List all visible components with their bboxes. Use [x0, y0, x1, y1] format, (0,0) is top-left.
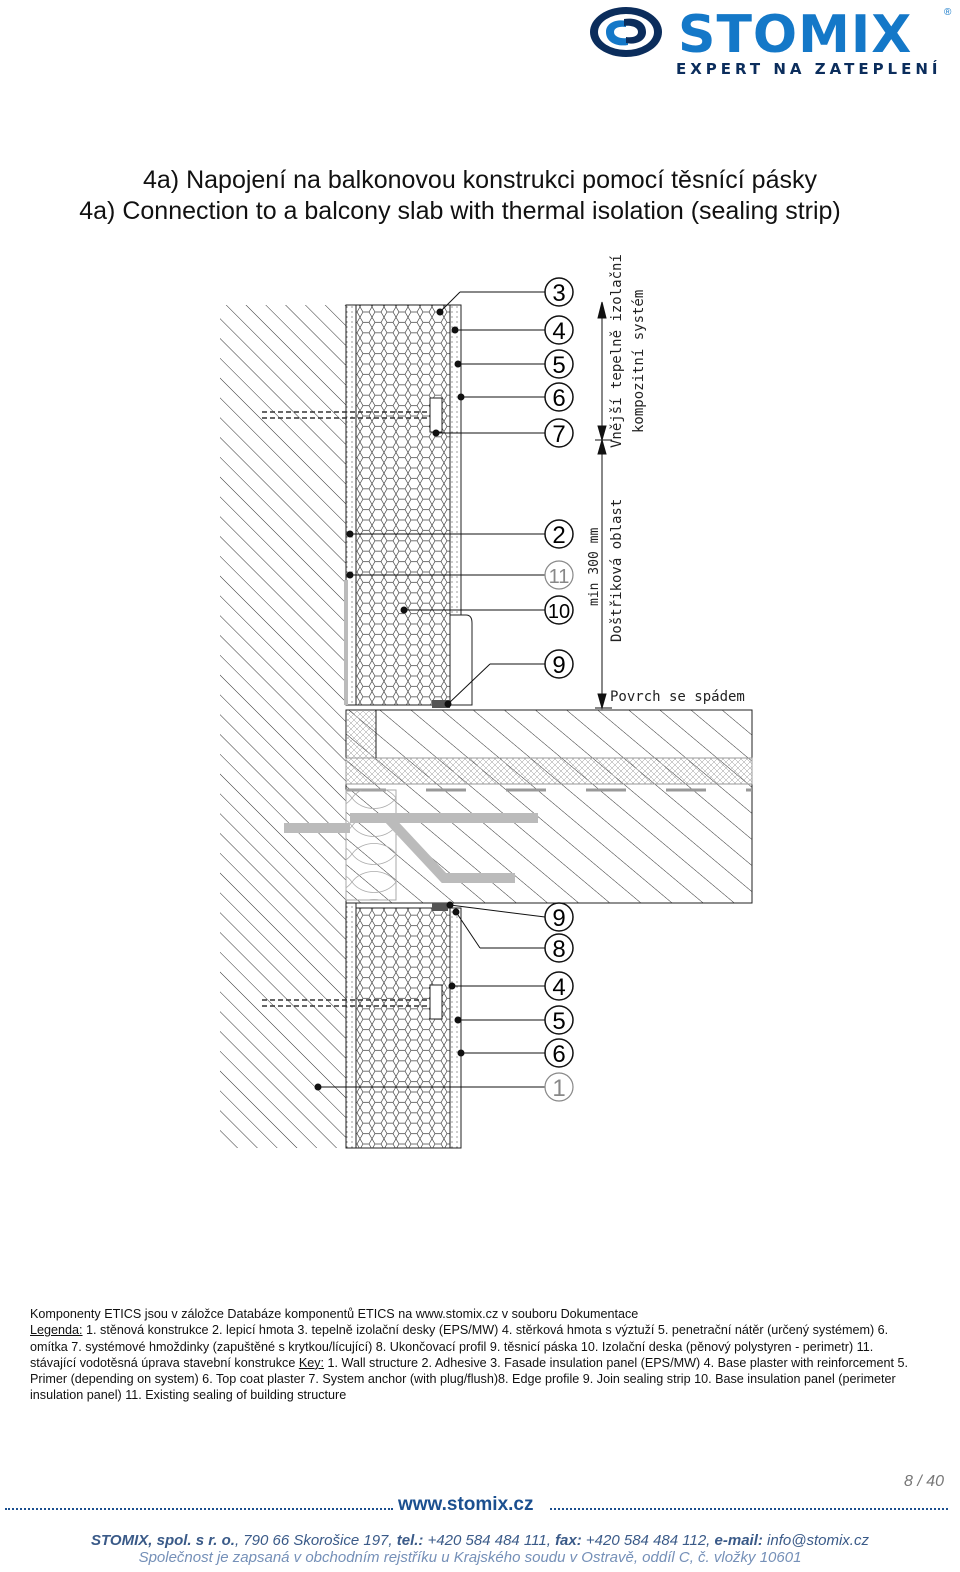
thermal-break-wool [345, 789, 397, 901]
callout-4: 4 [544, 315, 574, 345]
edge-profile [432, 903, 448, 911]
legend-items-en: 1. Wall structure 2. Adhesive 3. Fasade … [30, 1355, 909, 1403]
svg-text:9: 9 [552, 905, 565, 932]
perimeter-board [449, 614, 473, 706]
registered-mark: ® [944, 7, 952, 18]
key-label: Key: [298, 1355, 325, 1370]
svg-text:7: 7 [552, 421, 565, 448]
legend-components-note: Komponenty ETICS jsou v záložce Databáze… [30, 1307, 639, 1321]
lower-adhesive-layer [345, 902, 357, 1149]
label-system-line1: Vnější tepelně izolační [609, 254, 625, 448]
svg-text:5: 5 [552, 1008, 565, 1035]
footer-tel-label: tel.: [396, 1532, 424, 1549]
thermal-break-connector [284, 813, 538, 883]
callout-5-lower: 5 [544, 1005, 574, 1035]
legend-items-cz: 1. stěnová konstrukce 2. lepicí hmota 3.… [30, 1323, 889, 1370]
wall-at-slab [220, 705, 346, 900]
footer-dotted-line-right [550, 1508, 948, 1510]
callout-1: 1 [544, 1072, 574, 1102]
callout-4-lower: 4 [544, 971, 574, 1001]
svg-text:11: 11 [549, 566, 570, 588]
label-system-line2: kompozitní systém [631, 290, 647, 433]
lower-render [449, 907, 462, 1149]
upper-wall [220, 305, 346, 705]
svg-text:4: 4 [552, 318, 565, 345]
footer-address: , 790 66 Skorošice 197, [234, 1532, 397, 1549]
upper-insulation [355, 304, 451, 706]
upper-render [449, 304, 462, 616]
footer-contact: STOMIX, spol. s r. o., 790 66 Skorošice … [0, 1532, 960, 1549]
slab-waterproofing [345, 757, 753, 785]
page-number: 8 / 40 [903, 1473, 944, 1490]
title-english: 4a) Connection to a balcony slab with th… [79, 197, 841, 225]
callout-8: 8 [544, 933, 574, 963]
callout-2: 2 [544, 519, 574, 549]
upper-sealing-strip [432, 700, 450, 708]
svg-text:3: 3 [552, 280, 565, 307]
footer-dotted-line-left [5, 1508, 393, 1510]
legend-label: Legenda: [30, 1323, 83, 1338]
callout-3: 3 [544, 277, 574, 307]
callout-5: 5 [544, 349, 574, 379]
footer-company-name: STOMIX, spol. s r. o. [91, 1532, 235, 1549]
svg-text:10: 10 [548, 601, 570, 623]
svg-text:9: 9 [552, 652, 565, 679]
footer-website-link[interactable]: www.stomix.cz [398, 1494, 534, 1515]
legend-block: Komponenty ETICS jsou v záložce Databáze… [30, 1306, 920, 1404]
label-splash-zone: Doštřiková oblast [609, 499, 625, 642]
lower-anchor [262, 984, 443, 1020]
brand-name: STOMIX [678, 5, 913, 65]
svg-text:5: 5 [552, 352, 565, 379]
svg-text:2: 2 [552, 522, 565, 549]
brand-tagline: EXPERT NA ZATEPLENÍ [676, 60, 942, 78]
title-czech: 4a) Napojení na balkonovou konstrukci po… [143, 166, 817, 194]
construction-detail-drawing: 3 4 5 6 7 2 11 10 9 9 8 4 5 6 1 Vnější t… [220, 254, 753, 1149]
callout-6-lower: 6 [544, 1038, 574, 1068]
svg-text:6: 6 [552, 1041, 565, 1068]
svg-text:6: 6 [552, 385, 565, 412]
callout-7: 7 [544, 418, 574, 448]
footer-registry: Společnost je zapsaná v obchodním rejstř… [138, 1549, 802, 1566]
stomix-logo: STOMIX ® EXPERT NA ZATEPLENÍ [588, 5, 958, 80]
callout-9-lower: 9 [544, 902, 574, 932]
footer-fax-label: fax: [555, 1532, 582, 1549]
slab-finish-left [346, 710, 376, 758]
legend-text: Legenda: 1. stěnová konstrukce 2. lepicí… [30, 1322, 920, 1403]
callout-9-upper: 9 [544, 649, 574, 679]
lower-wall [220, 900, 346, 1148]
footer-tel: +420 584 484 111, [423, 1532, 556, 1549]
stomix-emblem-icon [590, 7, 662, 57]
callout-10: 10 [544, 595, 574, 625]
callout-6: 6 [544, 382, 574, 412]
balcony-slab [345, 709, 753, 904]
svg-text:4: 4 [552, 974, 565, 1001]
callout-11: 11 [544, 560, 574, 590]
label-surface: Povrch se spádem [610, 689, 745, 705]
footer-email-label: e-mail: [714, 1532, 763, 1549]
dimension-lines [595, 301, 612, 710]
svg-text:8: 8 [552, 936, 565, 963]
label-min-height: min 300 mm [587, 528, 602, 606]
footer-fax: +420 584 484 112, [581, 1532, 715, 1549]
svg-text:1: 1 [552, 1075, 565, 1102]
footer-email[interactable]: info@stomix.cz [762, 1532, 869, 1549]
lower-insulation [355, 907, 451, 1149]
